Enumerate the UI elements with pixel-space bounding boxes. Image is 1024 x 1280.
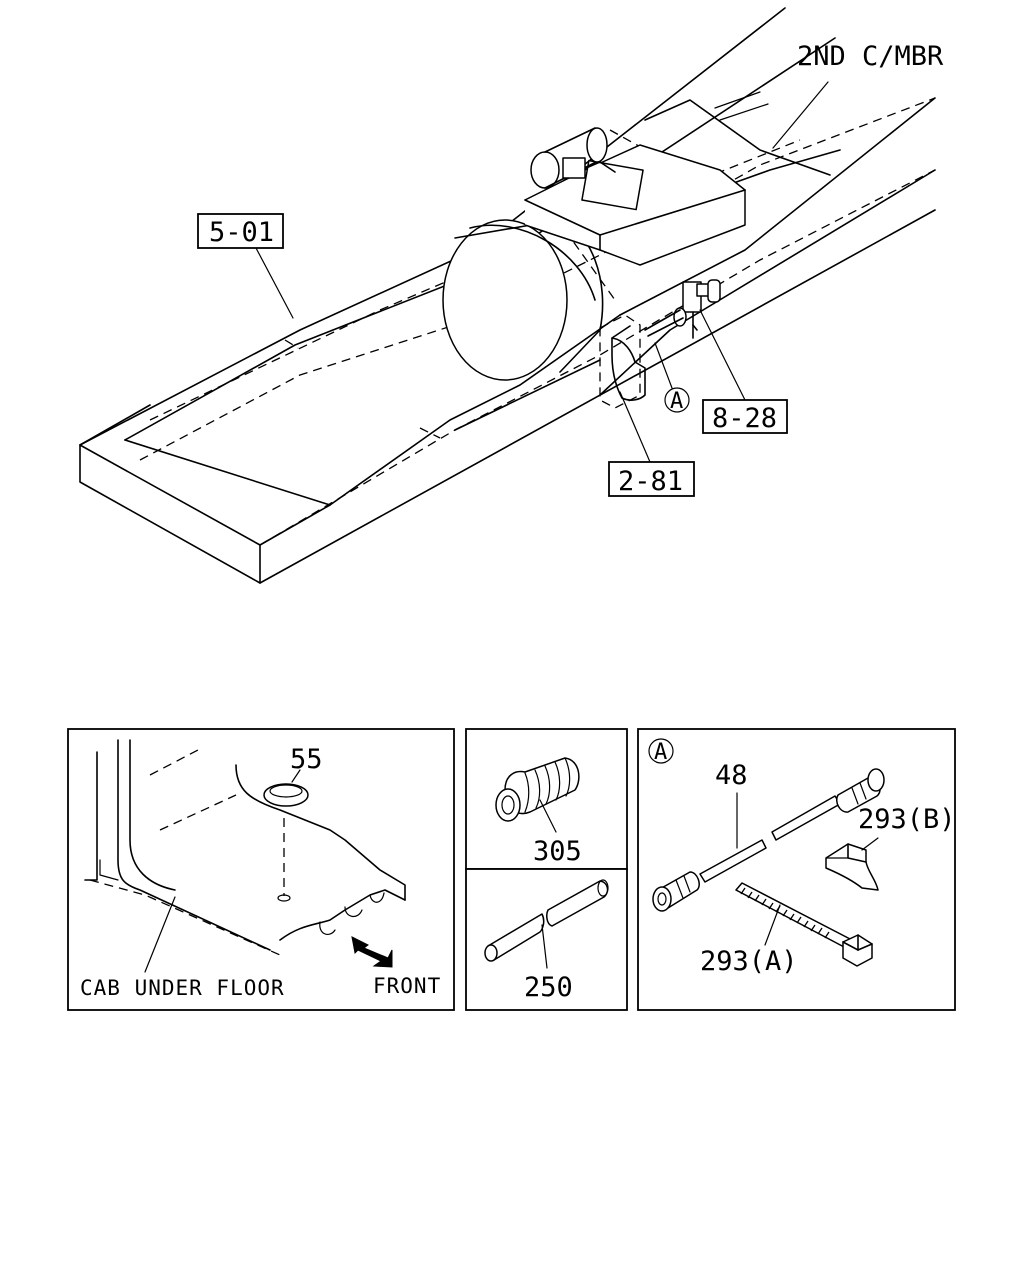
front-direction-label: FRONT (373, 974, 441, 998)
callout-a-letter: A (670, 389, 683, 414)
tie-strap-a-part (735, 882, 873, 967)
ref-label-2-81: 2-81 (618, 466, 683, 497)
part-number-48: 48 (715, 760, 748, 791)
chassis-frame-view: 2ND C/MBR 5-01 8-28 2-81 A (79, 7, 944, 584)
front-arrow-icon (351, 936, 393, 968)
cable-part (652, 768, 885, 912)
part-number-55: 55 (290, 744, 323, 775)
callout-a-marker[interactable]: A (664, 387, 690, 414)
grommet-part (263, 783, 309, 807)
inset-marker-a: A (648, 738, 674, 765)
ref-label-8-28: 8-28 (712, 403, 777, 434)
inset-cab-under-floor: 55 CAB UNDER FLOOR FRONT (67, 728, 455, 1011)
ref-label-5-01: 5-01 (209, 217, 274, 248)
part-number-293b: 293(B) (858, 804, 956, 835)
ref-box-8-28[interactable]: 8-28 (702, 399, 788, 434)
inset-marker-a-letter: A (654, 740, 667, 765)
bellows-boot-part (495, 757, 580, 822)
leader-lines (255, 81, 829, 463)
part-number-293a: 293(A) (700, 946, 798, 977)
mount-block (524, 127, 746, 266)
clip-b-part (825, 843, 879, 891)
caption-cab-under-floor: CAB UNDER FLOOR (80, 976, 285, 1000)
bracket-valve (644, 279, 721, 389)
inset-boot: 305 (465, 728, 628, 870)
label-2nd-cross-member: 2ND C/MBR (797, 41, 944, 72)
part-number-250: 250 (524, 972, 573, 1003)
ref-box-2-81[interactable]: 2-81 (608, 461, 695, 497)
part-number-305: 305 (533, 836, 582, 867)
fuel-tank (442, 219, 616, 381)
inset-tube: 250 (465, 868, 628, 1011)
cover-plate (599, 314, 646, 409)
protector-tube-part (484, 879, 609, 962)
ref-box-5-01[interactable]: 5-01 (197, 213, 284, 249)
inset-cable-a: A 48 293(B) (637, 728, 956, 1011)
